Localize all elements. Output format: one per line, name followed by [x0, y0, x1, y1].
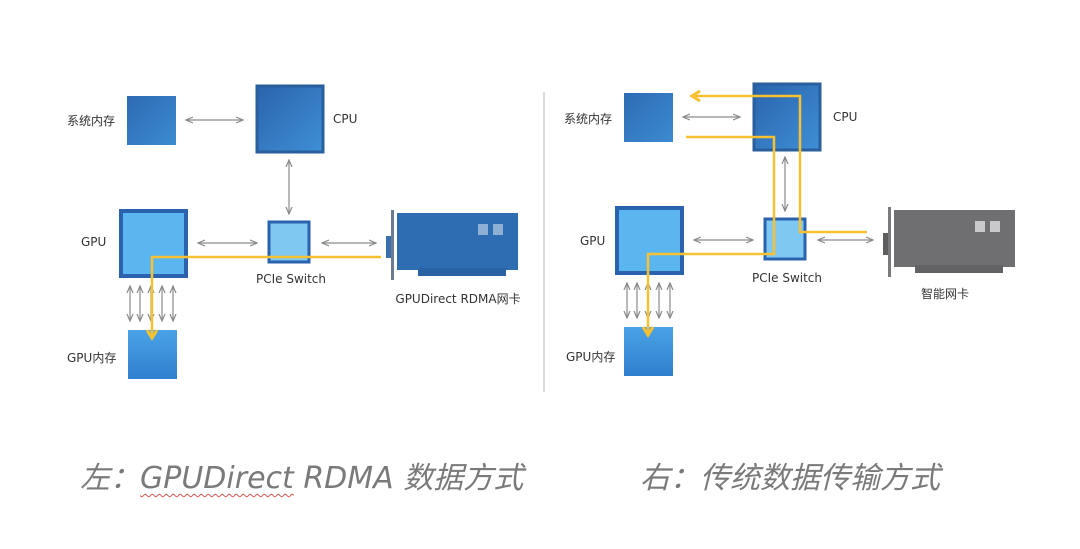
right-cpu-label: CPU	[833, 110, 858, 124]
left-cpu-label: CPU	[333, 112, 358, 126]
left-sys-mem-box	[127, 96, 176, 145]
right-pcie-box	[763, 217, 807, 261]
right-caption: 右：传统数据传输方式	[640, 461, 940, 496]
left-gpu-box	[119, 209, 188, 278]
left-pcie-box	[267, 220, 311, 264]
right-nic-card	[883, 207, 1015, 277]
left-pcie-label: PCIe Switch	[255, 272, 327, 286]
right-cpu-box	[752, 82, 822, 152]
right-data-path-up	[692, 96, 867, 234]
left-caption: 左：GPUDirect RDMA 数据方式	[80, 453, 523, 497]
left-nic-card	[386, 210, 518, 280]
right-gpu-mem-label: GPU内存	[566, 350, 616, 364]
left-diagram	[119, 84, 518, 379]
left-caption-rest: RDMA 数据方式	[293, 461, 524, 496]
right-gpu-box	[615, 206, 684, 275]
right-data-path-down	[648, 135, 776, 335]
right-gpu-label: GPU	[580, 234, 606, 248]
right-sys-mem-label: 系统内存	[564, 112, 613, 126]
left-gpu-mem-label: GPU内存	[67, 351, 117, 365]
left-nic-label: GPUDirect RDMA网卡	[395, 292, 521, 306]
left-data-path	[152, 255, 381, 338]
right-sys-mem-box	[624, 93, 673, 142]
left-caption-prefix: 左：	[80, 461, 140, 496]
right-diagram	[615, 82, 1015, 376]
right-nic-label: 智能网卡	[920, 287, 970, 301]
left-caption-term: GPUDirect	[140, 461, 294, 496]
left-gpu-label: GPU	[81, 235, 107, 249]
left-cpu-box	[255, 84, 325, 154]
left-sys-mem-label: 系统内存	[67, 114, 116, 128]
right-pcie-label: PCIe Switch	[751, 271, 823, 285]
